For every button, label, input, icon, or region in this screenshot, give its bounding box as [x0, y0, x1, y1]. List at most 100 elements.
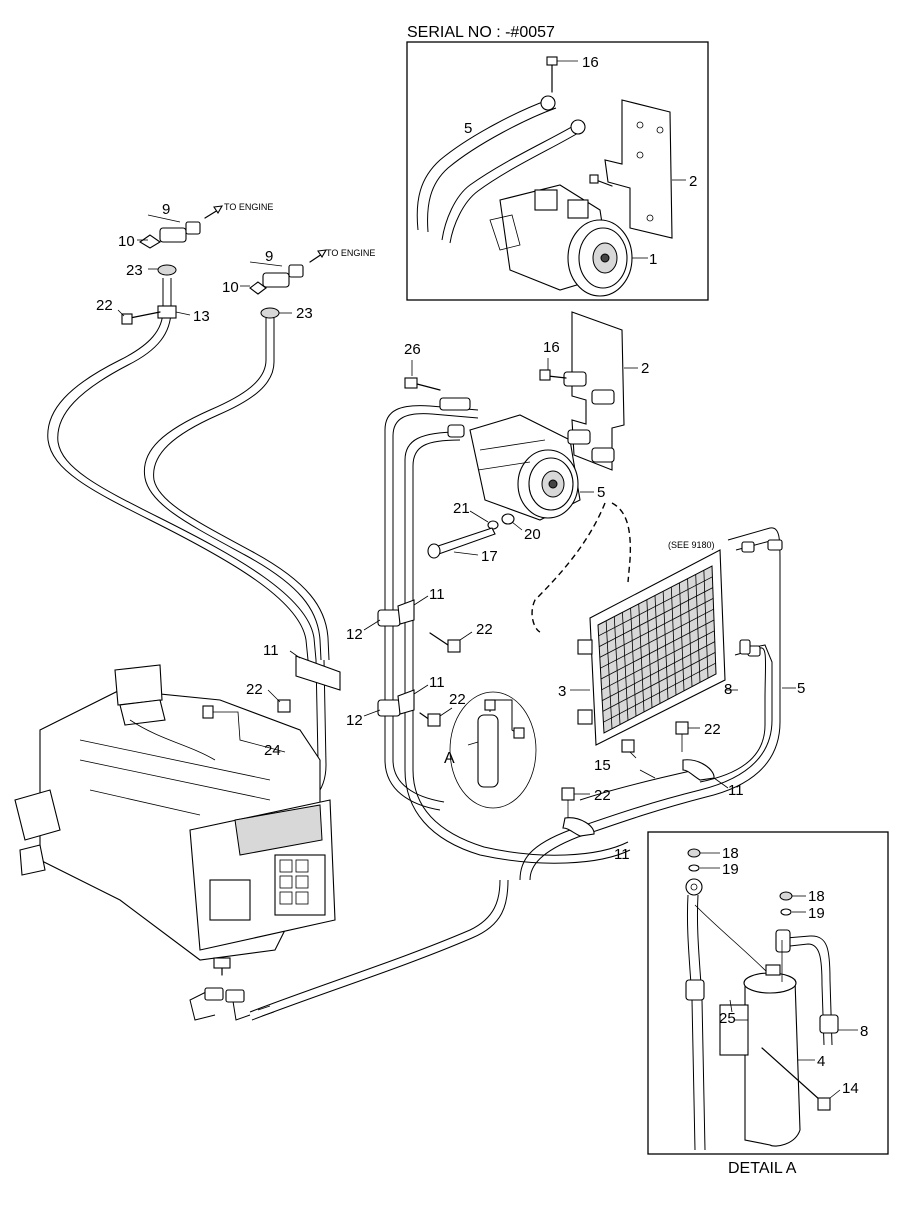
main-compressor: [427, 414, 594, 559]
callout-9-a: 9: [162, 201, 170, 218]
callout-10-b: 10: [222, 279, 239, 296]
callout-15: 15: [594, 757, 611, 774]
callout-26: 26: [404, 341, 421, 358]
callout-22-a: 22: [96, 297, 113, 314]
inset-hose-5b: [427, 107, 557, 233]
callout-9-b: 9: [265, 248, 273, 265]
callout-13: 13: [193, 308, 210, 325]
callout-22-e: 22: [704, 721, 721, 738]
nut-18-b: [779, 891, 793, 901]
screw-22-f: [561, 787, 575, 801]
callout-25: 25: [719, 1010, 736, 1027]
hvac-duct-top: [114, 664, 163, 706]
screw-22-c: [427, 713, 441, 727]
callout-19-b: 19: [808, 905, 825, 922]
washer-21: [487, 520, 499, 530]
condenser-lines: [519, 527, 796, 881]
callout-19-a: 19: [722, 861, 739, 878]
cap-23-b: [260, 307, 280, 319]
condenser-tube: [600, 619, 715, 680]
callout-22-b: 22: [476, 621, 493, 638]
heater-hoses: [47, 278, 341, 816]
callout-23-a: 23: [126, 262, 143, 279]
inset-hose-5: [416, 99, 549, 231]
callout-1-inset: 1: [649, 251, 657, 268]
refrigerant-lines: [363, 397, 631, 864]
inset-frame: [406, 41, 709, 301]
callout-3: 3: [558, 683, 566, 700]
callout-10-a: 10: [118, 233, 135, 250]
inset-compressor-1: [489, 184, 648, 297]
callout-5-line: 5: [797, 680, 805, 697]
callout-18-b: 18: [808, 888, 825, 905]
connector-24: [202, 705, 214, 719]
detail-marker: A: [444, 750, 455, 767]
hvac-motor: [209, 879, 251, 921]
inset-fitting-a: [540, 95, 556, 111]
bolt-14: [817, 1097, 831, 1111]
detail-a-ring: [449, 691, 537, 809]
callout-5-inset: 5: [464, 120, 472, 137]
belt-reference: (SEE 9180): [531, 502, 715, 633]
valve-10-b: [262, 272, 290, 288]
condenser-tube: [601, 630, 715, 691]
callout-22-c: 22: [449, 691, 466, 708]
callout-18-a: 18: [722, 845, 739, 862]
callout-2-inset: 2: [689, 173, 697, 190]
main-bracket-2: [539, 311, 638, 471]
condenser-tube: [600, 608, 714, 669]
callout-8: 8: [724, 681, 732, 698]
serial-inset: SERIAL NO : -#0057: [406, 24, 709, 301]
hvac-unit: [14, 664, 336, 976]
callout-11-c: 11: [263, 642, 279, 659]
detail-a-box: DETAIL A: [647, 831, 889, 1177]
clamp-11-left: [295, 655, 341, 691]
inset-hose-5d: [449, 129, 584, 244]
screw-22-a: [121, 313, 133, 325]
screw-22-d: [277, 699, 291, 713]
clamp-11-a: [397, 599, 415, 625]
condenser-tube: [599, 587, 713, 647]
screw-22-b: [447, 639, 461, 653]
to-engine-label-b: TO ENGINE: [326, 248, 375, 258]
callout-12-b: 12: [346, 712, 363, 729]
inset-fitting-b: [570, 119, 586, 135]
clamp-12-a: [377, 609, 401, 627]
detail-a-frame: [647, 831, 889, 1155]
callout-11-b: 11: [429, 674, 445, 691]
callout-16-inset: 16: [582, 54, 599, 71]
condenser-3: [570, 549, 726, 746]
see-reference-label: (SEE 9180): [668, 540, 715, 550]
cap-23-a: [157, 264, 177, 276]
condenser-tube: [603, 662, 716, 723]
callout-11-a: 11: [429, 586, 445, 603]
inset-hose-5c: [441, 124, 576, 241]
hvac-panel: [274, 854, 326, 916]
receiver-drier-4: [744, 979, 801, 1147]
clamp-12-b: [377, 699, 401, 717]
bracket-25: [719, 1004, 749, 1056]
callout-22-d: 22: [246, 681, 263, 698]
hvac-filter-grille: [234, 804, 323, 856]
callout-5-compressor: 5: [597, 484, 605, 501]
to-engine-label-a: TO ENGINE: [224, 202, 273, 212]
clamp-11-b: [397, 689, 415, 715]
callout-21: 21: [453, 500, 470, 517]
fitting-26: [404, 360, 441, 391]
condenser-tube: [602, 652, 716, 712]
callout-11-d: 11: [728, 782, 744, 799]
callout-14: 14: [842, 1080, 859, 1097]
callout-8-detail: 8: [860, 1023, 868, 1040]
callout-24: 24: [264, 742, 281, 759]
engine-fitting-group-a: [137, 205, 224, 276]
callout-4: 4: [817, 1053, 825, 1070]
condenser-tube: [598, 576, 713, 637]
callout-23-b: 23: [296, 305, 313, 322]
callout-2: 2: [641, 360, 649, 377]
callout-22-f: 22: [594, 787, 611, 804]
lower-pipe-loop: [189, 879, 509, 1021]
fitting-9-a: [185, 221, 201, 235]
screw-22-e: [675, 721, 689, 735]
